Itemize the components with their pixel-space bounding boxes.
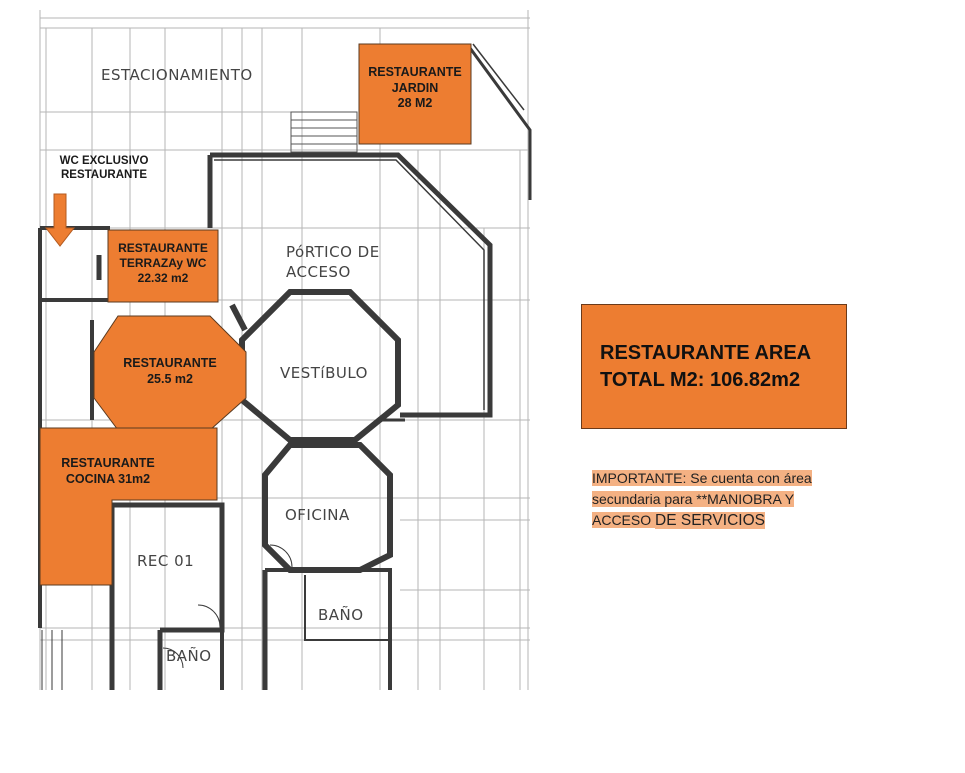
label-jardin: RESTAURANTE JARDIN 28 M2 bbox=[359, 65, 471, 112]
label-terraza: RESTAURANTE TERRAZAy WC 22.32 m2 bbox=[108, 241, 218, 286]
label-wc-line1: WC EXCLUSIVO bbox=[59, 155, 149, 167]
down-arrow-icon bbox=[44, 193, 76, 247]
note-line2: secundaria para **MANIOBRA Y bbox=[592, 491, 795, 507]
label-terraza-line1: RESTAURANTE bbox=[118, 241, 208, 255]
room-oficina: OFICINA bbox=[285, 506, 350, 524]
restaurant-zones bbox=[39, 43, 472, 586]
label-terraza-line3: 22.32 m2 bbox=[137, 271, 189, 285]
room-bano-left: BAÑO bbox=[166, 647, 212, 665]
note-line3a: ACCESO bbox=[592, 512, 652, 528]
note-line3-gap bbox=[651, 512, 656, 528]
important-note: IMPORTANTE: Se cuenta con área secundari… bbox=[592, 468, 842, 531]
label-cocina-line2: COCINA 31m2 bbox=[65, 471, 151, 486]
total-area-box: RESTAURANTE AREA TOTAL M2: 106.82m2 bbox=[581, 304, 847, 429]
room-portico-line2: ACCESO bbox=[286, 263, 351, 281]
room-portico: PóRTICO DE ACCESO bbox=[286, 242, 380, 282]
label-cocina: RESTAURANTE COCINA 31m2 bbox=[40, 456, 176, 487]
zone-jardin bbox=[358, 43, 472, 145]
room-portico-line1: PóRTICO DE bbox=[286, 243, 380, 261]
label-wc-exclusivo: WC EXCLUSIVO RESTAURANTE bbox=[48, 154, 160, 183]
walls bbox=[38, 43, 532, 690]
note-line1: IMPORTANTE: Se cuenta con área bbox=[592, 470, 812, 486]
zone-cocina bbox=[39, 427, 218, 586]
label-wc-line2: RESTAURANTE bbox=[60, 169, 148, 182]
label-cocina-line1: RESTAURANTE bbox=[61, 456, 155, 470]
note-line3b: DE SERVICIOS bbox=[655, 512, 765, 529]
zone-terraza bbox=[107, 229, 219, 303]
room-vestibulo: VESTíBULO bbox=[280, 364, 368, 382]
total-area-line2: TOTAL M2: 106.82m2 bbox=[600, 368, 801, 391]
stairs bbox=[290, 111, 358, 153]
room-estacionamiento: ESTACIONAMIENTO bbox=[101, 66, 253, 84]
label-jardin-line3: 28 M2 bbox=[397, 96, 433, 111]
label-jardin-line2: JARDIN bbox=[391, 80, 439, 95]
label-central-line2: 25.5 m2 bbox=[147, 371, 193, 386]
room-rec01: REC 01 bbox=[137, 552, 195, 570]
total-area-line1: RESTAURANTE AREA bbox=[600, 341, 812, 364]
label-terraza-line2: TERRAZAy WC bbox=[119, 256, 207, 270]
label-jardin-line1: RESTAURANTE bbox=[368, 65, 462, 79]
label-central-line1: RESTAURANTE bbox=[123, 356, 217, 370]
label-central: RESTAURANTE 25.5 m2 bbox=[96, 356, 244, 387]
room-bano-right: BAÑO bbox=[318, 606, 364, 624]
